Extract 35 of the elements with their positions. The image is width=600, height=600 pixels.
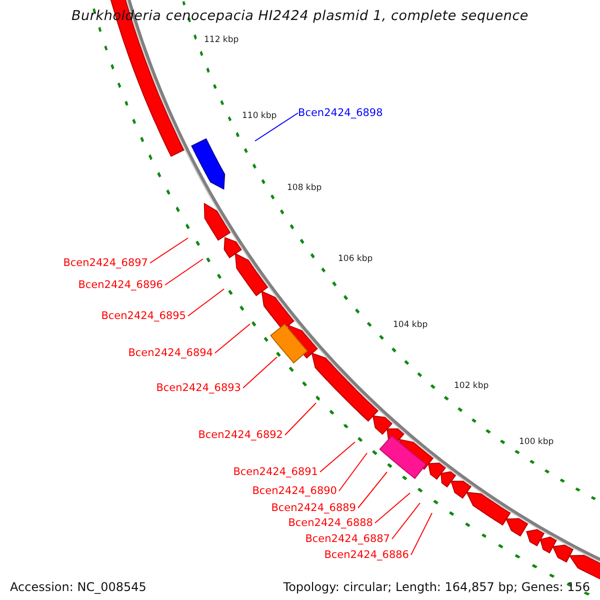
gene-label: Bcen2424_6886 [324,549,409,561]
gene-label: Bcen2424_6897 [63,257,148,269]
leader-line [320,442,356,472]
gene-label: Bcen2424_6894 [128,347,213,359]
scale-label: 110 kbp [242,111,277,121]
gene-label: Bcen2424_6891 [233,466,318,478]
scale-label: 106 kbp [338,254,373,264]
gene-label: Bcen2424_6889 [271,502,356,514]
scale-label: 100 kbp [519,437,554,447]
gene-label: Bcen2424_6887 [305,533,390,545]
leader-line [188,288,224,316]
leader-line [374,492,410,524]
gene-label: Bcen2424_6898 [298,107,383,119]
gene-label: Bcen2424_6895 [101,310,186,322]
leader-line [338,452,368,492]
gene-label: Bcen2424_6892 [198,429,283,441]
leader-line [150,238,188,264]
leader-line [358,472,388,508]
leader-line [284,402,316,436]
leader-line [254,112,298,142]
scale-label: 102 kbp [454,381,489,391]
scale-label: 108 kbp [287,183,322,193]
gene-label: Bcen2424_6893 [156,382,241,394]
gene-label: Bcen2424_6896 [78,279,163,291]
leader-line [410,512,432,556]
scale-label: 112 kbp [204,35,239,45]
leader-line [164,258,204,286]
scale-label: 104 kbp [393,320,428,330]
gene-label: Bcen2424_6888 [288,517,373,529]
leader-line [392,502,420,540]
leader-line [214,324,250,354]
summary-text: Topology: circular; Length: 164,857 bp; Genes: 156 [283,580,590,594]
leader-line [242,356,278,388]
gene-label: Bcen2424_6890 [252,485,337,497]
accession-text: Accession: NC_008545 [10,580,146,594]
